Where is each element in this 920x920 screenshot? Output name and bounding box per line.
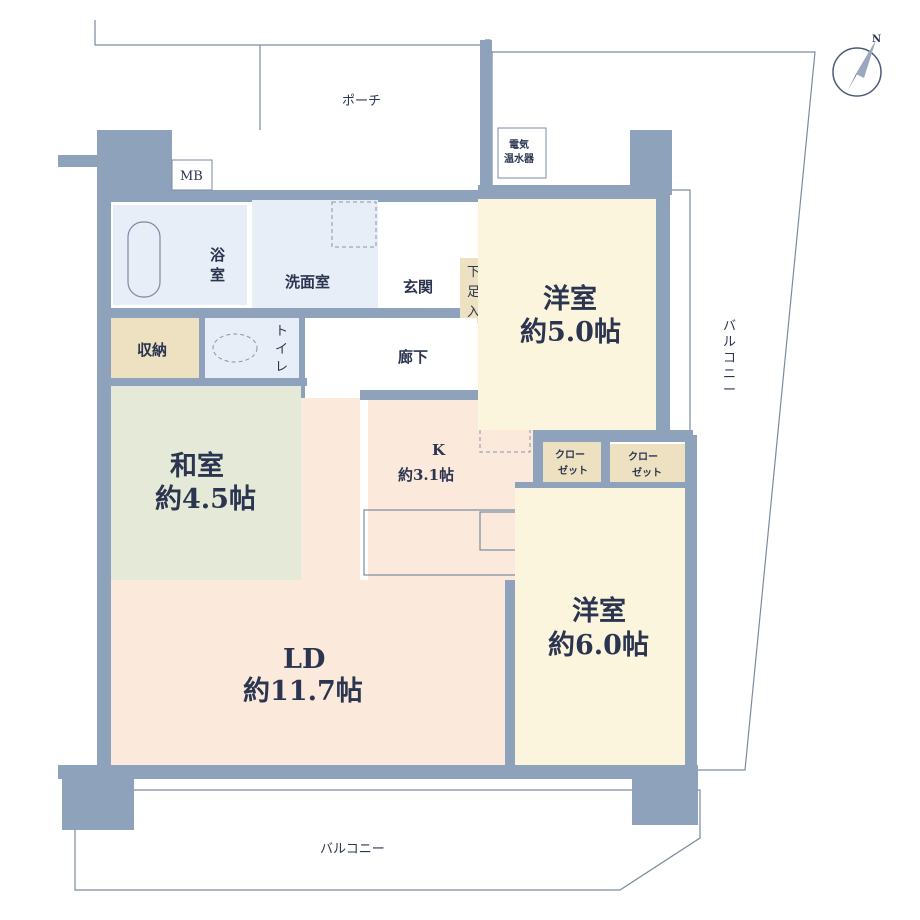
- label-toilet-1: ト: [275, 324, 288, 339]
- toilet-icon: [212, 333, 258, 363]
- room-toilet: [205, 318, 299, 378]
- label-western-1: 洋室: [543, 283, 597, 315]
- label-shoe-1: 下: [467, 265, 480, 280]
- label-hallway: 廊下: [398, 348, 428, 366]
- label-bath-2: 室: [210, 266, 225, 284]
- label-balcony-right-5: ー: [723, 383, 736, 398]
- label-balcony-right-2: ル: [723, 335, 736, 350]
- label-shoe-3: 入: [467, 305, 480, 320]
- label-closet-1b: ゼット: [558, 464, 588, 477]
- bathtub-icon: [127, 221, 161, 298]
- room-japanese: [111, 386, 301, 580]
- label-storage: 収納: [137, 341, 167, 359]
- north-arrow-icon: N: [832, 34, 882, 97]
- label-bath: 浴: [210, 246, 226, 264]
- compass-label: N: [872, 34, 881, 45]
- label-kitchen: K: [432, 441, 446, 459]
- room-bath: [113, 205, 247, 305]
- room-ld: [111, 398, 505, 765]
- wall-toilet-right: [299, 318, 305, 398]
- label-balcony-bottom: バルコニー: [320, 842, 385, 857]
- label-closet-2: クロー: [628, 451, 658, 463]
- label-western-2: 洋室: [572, 595, 626, 627]
- room-washroom: [252, 200, 378, 315]
- label-western-2-size: 約6.0帖: [548, 629, 649, 661]
- label-toilet-2: イ: [275, 342, 288, 357]
- label-japanese: 和室: [170, 450, 224, 482]
- room-entrance: [382, 245, 460, 320]
- wall-closet-divider: [601, 442, 610, 487]
- label-water-heater: 電気: [509, 138, 529, 151]
- label-porch: ポーチ: [342, 94, 381, 109]
- room-closet-1: [543, 442, 601, 482]
- label-toilet-3: レ: [275, 360, 288, 375]
- label-western-1-size: 約5.0帖: [520, 316, 621, 348]
- wall-mid: [97, 308, 460, 318]
- room-hallway: [305, 318, 477, 390]
- room-water-heater: [497, 127, 547, 179]
- wall-japanese-top: [97, 378, 307, 386]
- wall-closet-bottom: [515, 482, 685, 488]
- room-closet-2: [610, 444, 685, 484]
- label-water-heater-2: 温水器: [504, 152, 535, 165]
- label-balcony-right-1: バ: [723, 319, 736, 334]
- room-storage: [111, 318, 199, 378]
- label-ld: LD: [283, 644, 325, 675]
- label-shoe-2: 足: [467, 285, 480, 300]
- label-mb: MB: [180, 169, 203, 184]
- room-mb: [171, 159, 213, 191]
- label-entrance: 玄関: [403, 278, 433, 296]
- room-western-1: [478, 199, 656, 430]
- label-closet-1: クロー: [555, 449, 585, 461]
- label-washroom: 洗面室: [285, 273, 330, 291]
- wall-toilet-left: [199, 318, 205, 384]
- room-western-2: [515, 488, 685, 765]
- label-balcony-right-4: ニ: [723, 367, 736, 382]
- label-kitchen-size: 約3.1帖: [398, 466, 454, 484]
- label-balcony-right-3: コ: [723, 351, 736, 366]
- label-ld-size: 約11.7帖: [243, 675, 363, 707]
- label-japanese-size: 約4.5帖: [155, 483, 256, 515]
- label-closet-2b: ゼット: [632, 466, 662, 479]
- washer-space: [331, 201, 377, 248]
- balcony-bottom: [74, 789, 701, 891]
